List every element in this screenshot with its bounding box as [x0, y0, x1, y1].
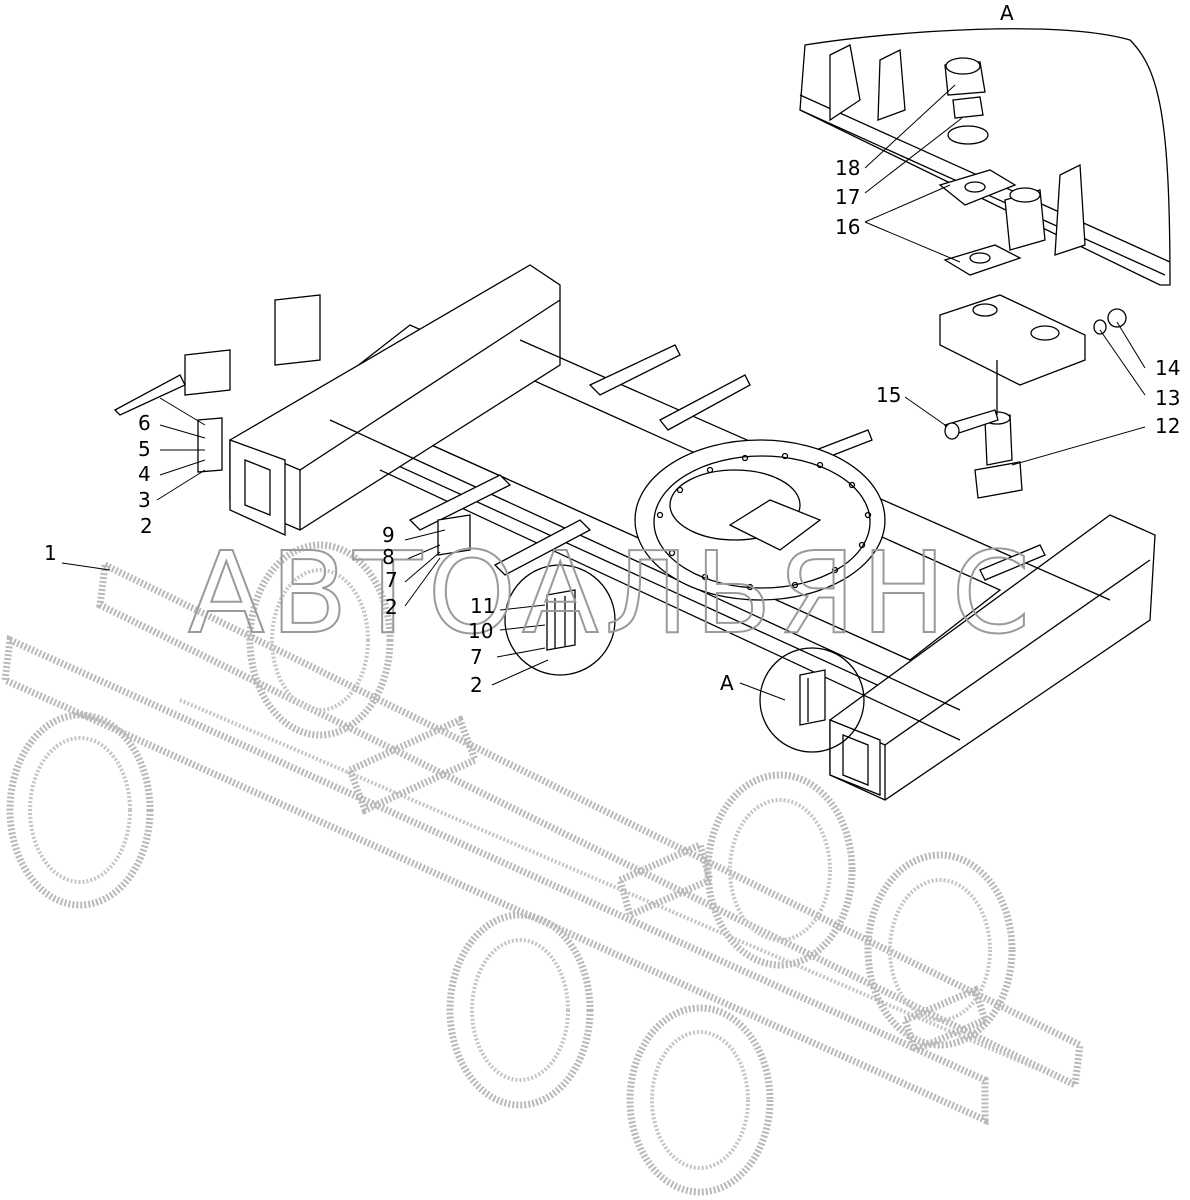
callout-labels: А А 1 6 5 4 3 2 9 8 7 2 11 10 7 2 18 17 … — [44, 1, 1180, 697]
mounting-ring — [634, 439, 886, 601]
callout-4: 4 — [138, 462, 151, 486]
callout-6: 6 — [138, 411, 151, 435]
callout-16: 16 — [835, 215, 860, 239]
callout-3: 3 — [138, 488, 151, 512]
truck-chassis-ghost — [1, 541, 1084, 1196]
view-label-callout: А — [720, 671, 734, 695]
callout-18: 18 — [835, 156, 860, 180]
watermark: АВТОАЛЬЯНС — [188, 529, 1036, 659]
callout-8: 8 — [382, 545, 395, 569]
callout-14: 14 — [1155, 356, 1180, 380]
callout-7b: 7 — [470, 645, 483, 669]
detail-circle-main — [504, 564, 616, 676]
callout-11: 11 — [470, 594, 495, 618]
callout-13: 13 — [1155, 386, 1180, 410]
view-label-top: А — [1000, 1, 1014, 25]
callout-5: 5 — [138, 437, 151, 461]
callout-2a: 2 — [140, 514, 153, 538]
callout-2c: 2 — [470, 673, 483, 697]
callout-17: 17 — [835, 185, 860, 209]
leader-lines — [61, 84, 1146, 701]
callout-10: 10 — [468, 619, 493, 643]
callout-7a: 7 — [385, 568, 398, 592]
callout-1: 1 — [44, 541, 57, 565]
detail-view-a — [799, 28, 1171, 499]
detail-circle-a — [759, 647, 865, 753]
callout-15: 15 — [876, 383, 901, 407]
callout-2b: 2 — [385, 595, 398, 619]
callout-9: 9 — [382, 523, 395, 547]
clamp-assemblies — [197, 417, 826, 726]
callout-12: 12 — [1155, 414, 1180, 438]
